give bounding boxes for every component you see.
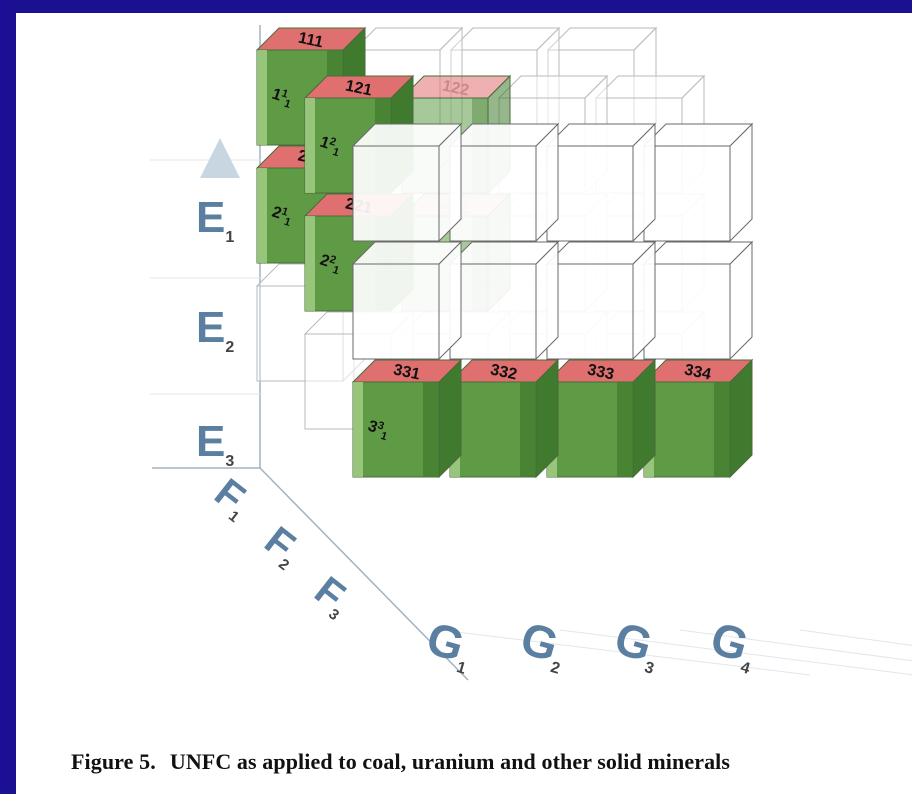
figure-caption: Figure 5. UNFC as applied to coal, uraniu… <box>71 749 730 775</box>
side-label-mid: 3 <box>376 419 386 432</box>
unfc-cube-diagram: 2112111111112222212211221211213343333323… <box>150 25 912 681</box>
guide-line <box>559 629 912 676</box>
cube-front-face <box>352 263 440 360</box>
axis-subscript: 3 <box>225 453 234 470</box>
cube-code-label: 333 <box>586 361 616 383</box>
side-label-sub: 1 <box>331 146 341 159</box>
cube-233 <box>545 240 657 361</box>
figure-label: Figure 5. <box>71 749 156 774</box>
cube-333: 333 <box>545 358 657 479</box>
cube-front-face <box>449 145 537 242</box>
axis-letter: F <box>256 518 302 568</box>
cube-highlight-strip <box>305 98 315 193</box>
side-label-mid: 2 <box>328 253 338 266</box>
cube-234 <box>642 240 754 361</box>
axis-letter: E <box>196 417 225 466</box>
axis-letter: F <box>306 568 352 618</box>
cube-grid: 2112111111112222212211221211213343333323… <box>255 26 754 479</box>
side-label-mid: 1 <box>280 205 289 218</box>
f-axis-label: F1 <box>206 470 260 526</box>
cube-code-label: 332 <box>489 361 519 383</box>
guide-line <box>799 629 912 646</box>
guide-line <box>679 629 912 662</box>
side-label-mid: 2 <box>328 135 338 148</box>
side-label-sub: 1 <box>283 98 293 111</box>
f-axis-label: F3 <box>306 568 360 624</box>
caption-text: UNFC as applied to coal, uranium and oth… <box>169 749 731 774</box>
axis-letter: E <box>196 193 225 242</box>
cube-shade-strip <box>714 382 730 477</box>
cube-332: 332 <box>448 358 560 479</box>
cube-highlight-strip <box>305 216 315 311</box>
axis-subscript: 2 <box>225 339 234 356</box>
cube-134 <box>642 122 754 243</box>
g-axis-label: G1 <box>420 612 478 678</box>
guide-line <box>439 629 811 676</box>
e-axis-label: E2 <box>196 303 234 356</box>
cube-front-face <box>643 145 731 242</box>
cube-code-label: 122 <box>441 77 471 99</box>
cube-code-label: 334 <box>683 361 713 383</box>
cube-231 <box>351 240 463 361</box>
cube-code-label: 121 <box>344 77 374 99</box>
cube-front-face <box>449 263 537 360</box>
cube-133 <box>545 122 657 243</box>
cube-shade-strip <box>520 382 536 477</box>
cube-shade-strip <box>617 382 633 477</box>
cube-shade-strip <box>423 382 439 477</box>
cube-132 <box>448 122 560 243</box>
cube-code-label: 111 <box>297 30 325 52</box>
cube-131 <box>351 122 463 243</box>
side-label-sub: 1 <box>283 216 293 229</box>
cube-232 <box>448 240 560 361</box>
g-axis-label: G3 <box>608 612 666 678</box>
side-label-sub: 1 <box>379 430 389 443</box>
figure-panel: 2112111111112222212211221211213343333323… <box>16 13 912 794</box>
f-axis-label: F2 <box>256 518 310 574</box>
cube-front-face <box>352 145 440 242</box>
cube-front-face <box>546 263 634 360</box>
e-axis-arrow <box>200 138 240 178</box>
side-label-sub: 1 <box>331 264 341 277</box>
axis-subscript: 1 <box>225 229 234 246</box>
axis-letter: E <box>196 303 225 352</box>
e-axis-label: E1 <box>196 193 234 246</box>
cube-334: 334 <box>642 358 754 479</box>
side-label-mid: 1 <box>280 87 289 100</box>
cube-front-face <box>546 145 634 242</box>
e-axis-label: E3 <box>196 417 234 470</box>
cube-highlight-strip <box>257 168 267 263</box>
cube-highlight-strip <box>353 382 363 477</box>
axis-letter: F <box>206 470 252 520</box>
cube-highlight-strip <box>257 50 267 145</box>
cube-front-face <box>643 263 731 360</box>
cube-code-label: 331 <box>392 361 422 383</box>
depth-axis-line <box>259 467 469 681</box>
